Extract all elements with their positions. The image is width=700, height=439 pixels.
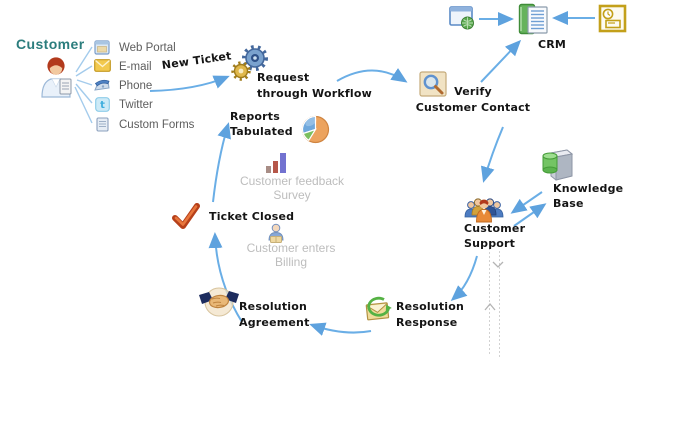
handshake-icon [198,286,240,319]
arrow-kb-to-support [510,191,543,214]
dashed-guide-chevrons [484,261,504,311]
email-icon [94,59,111,72]
knowledge-base-line2: Base [553,197,584,210]
arrow-request-to-verify [336,68,408,83]
bar-chart-icon [264,150,288,175]
reports-label: Reports Tabulated [230,109,293,139]
request-label: Request through Workflow [257,70,372,102]
survey-line2: Survey [273,188,311,202]
arrow-new-ticket [149,75,230,92]
phone-icon [93,78,111,92]
support-line1: Customer [464,222,526,235]
arrow-agreement-to-closed [208,232,243,323]
knowledge-base-server-icon [539,145,575,183]
web-portal-icon [94,40,110,55]
survey-label: Customer feedback Survey [230,174,354,202]
support-line2: Support [464,237,516,250]
crm-book-icon [518,3,549,36]
billing-person-icon [265,223,287,245]
billing-line1: Customer enters [246,241,336,255]
agreement-line2: Agreement [239,316,310,329]
response-line1: Resolution [396,300,465,313]
response-envelope-icon [360,296,392,325]
verify-line2: Customer Contact [415,101,531,114]
verify-search-icon [419,71,448,98]
arrow-response-to-agreement [309,322,372,336]
arrow-support-to-kb [513,203,547,227]
arrow-closed-to-reports [212,122,231,203]
twitter-glyph: t [100,100,105,111]
reports-line2: Tabulated [230,125,293,138]
agreement-label: Resolution Agreement [239,299,310,331]
closed-label: Ticket Closed [209,210,295,223]
billing-line2: Billing [274,255,307,269]
reports-line1: Reports [230,110,280,123]
arrow-verify-to-support [480,126,504,183]
channel-web-portal: Web Portal [119,42,176,54]
knowledge-base-label: Knowledge Base [553,181,623,211]
channel-twitter: Twitter [119,99,153,111]
verify-line1: Verify [454,85,492,98]
check-icon [171,202,201,231]
request-line1: Request [257,71,310,84]
scheduler-form-icon [598,4,627,33]
custom-forms-icon [96,117,109,132]
gears-icon [231,44,269,82]
arrow-verify-to-crm [480,39,522,83]
channel-custom-forms: Custom Forms [119,119,195,131]
channel-phone: Phone [119,80,153,92]
response-line2: Response [396,316,458,329]
arrow-support-to-response [450,255,478,301]
survey-line1: Customer feedback [239,174,345,188]
customer-channel-lines [74,46,93,124]
support-group-icon [464,194,504,223]
response-label: Resolution Response [396,299,464,331]
dashed-guides [489,248,500,358]
customer-person-icon [36,53,76,98]
verify-label: Verify Customer Contact [412,84,534,116]
channel-email: E-mail [119,61,152,73]
knowledge-base-line1: Knowledge [553,182,624,195]
customer-title: Customer [16,36,85,52]
agreement-line1: Resolution [239,300,308,313]
crm-label: CRM [537,38,567,51]
support-label: Customer Support [464,221,525,251]
twitter-icon: t [95,97,110,112]
request-line2: through Workflow [257,87,372,100]
billing-label: Customer enters Billing [232,241,350,269]
web-app-window-icon [449,6,476,31]
pie-chart-icon [300,114,331,145]
